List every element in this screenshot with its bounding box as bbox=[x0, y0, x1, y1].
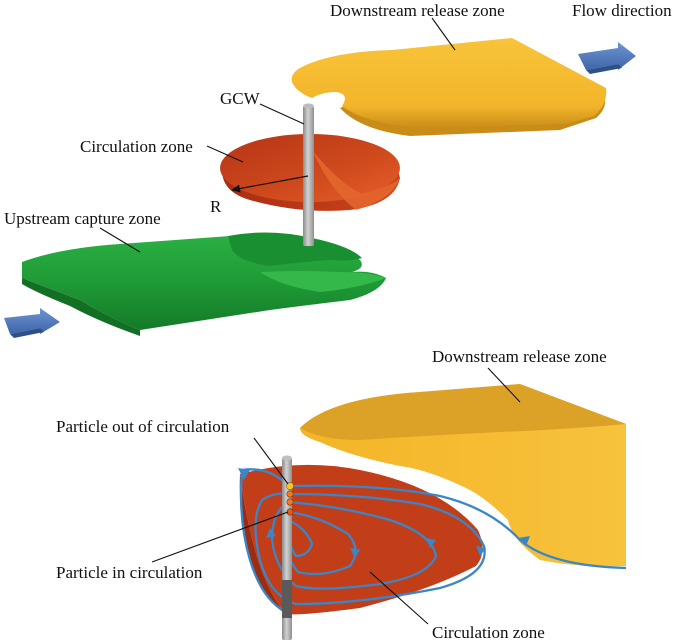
top-gcw-well bbox=[303, 103, 314, 246]
streamline-arrowheads bbox=[238, 468, 530, 558]
label-flow-direction: Flow direction bbox=[572, 1, 672, 20]
leader-circulation-zone-bottom bbox=[369, 571, 429, 625]
leader-downstream-top bbox=[431, 17, 456, 51]
bottom-downstream-release-zone bbox=[300, 384, 626, 567]
leader-particle-out bbox=[253, 437, 289, 485]
top-labels: Downstream release zone Flow direction G… bbox=[4, 1, 672, 253]
particles bbox=[286, 482, 294, 516]
flow-direction-arrow-left bbox=[4, 308, 60, 338]
label-downstream-release-zone-bottom: Downstream release zone bbox=[432, 347, 607, 366]
label-circulation-zone-top: Circulation zone bbox=[80, 137, 193, 156]
particle-in-circulation-2 bbox=[286, 498, 294, 506]
label-circulation-zone-bottom: Circulation zone bbox=[432, 623, 545, 642]
label-particle-out-of-circulation: Particle out of circulation bbox=[56, 417, 230, 436]
particle-in-circulation-1 bbox=[286, 490, 294, 498]
leader-gcw bbox=[259, 103, 305, 125]
label-particle-in-circulation: Particle in circulation bbox=[56, 563, 203, 582]
leader-circulation-zone-top bbox=[206, 145, 244, 163]
leader-downstream-bottom bbox=[487, 367, 521, 403]
streamline-loop-2 bbox=[270, 500, 438, 590]
radius-arrow bbox=[231, 175, 309, 193]
leader-upstream-capture-zone bbox=[99, 227, 141, 253]
label-upstream-capture-zone: Upstream capture zone bbox=[4, 209, 161, 228]
bottom-labels: Downstream release zone Particle out of … bbox=[56, 347, 607, 642]
label-downstream-release-zone-top: Downstream release zone bbox=[330, 1, 505, 20]
flow-direction-arrow-top bbox=[578, 42, 636, 74]
bottom-streamlines bbox=[239, 468, 627, 614]
streamline-loop-1 bbox=[254, 492, 486, 606]
streamline-escape bbox=[289, 484, 627, 570]
label-gcw: GCW bbox=[220, 89, 261, 108]
streamline-outer bbox=[239, 468, 289, 614]
label-radius: R bbox=[210, 197, 222, 216]
leader-particle-in bbox=[151, 511, 289, 563]
top-upstream-capture-zone bbox=[22, 232, 386, 336]
top-downstream-release-zone bbox=[291, 38, 607, 136]
particle-out-of-circulation bbox=[286, 482, 294, 490]
